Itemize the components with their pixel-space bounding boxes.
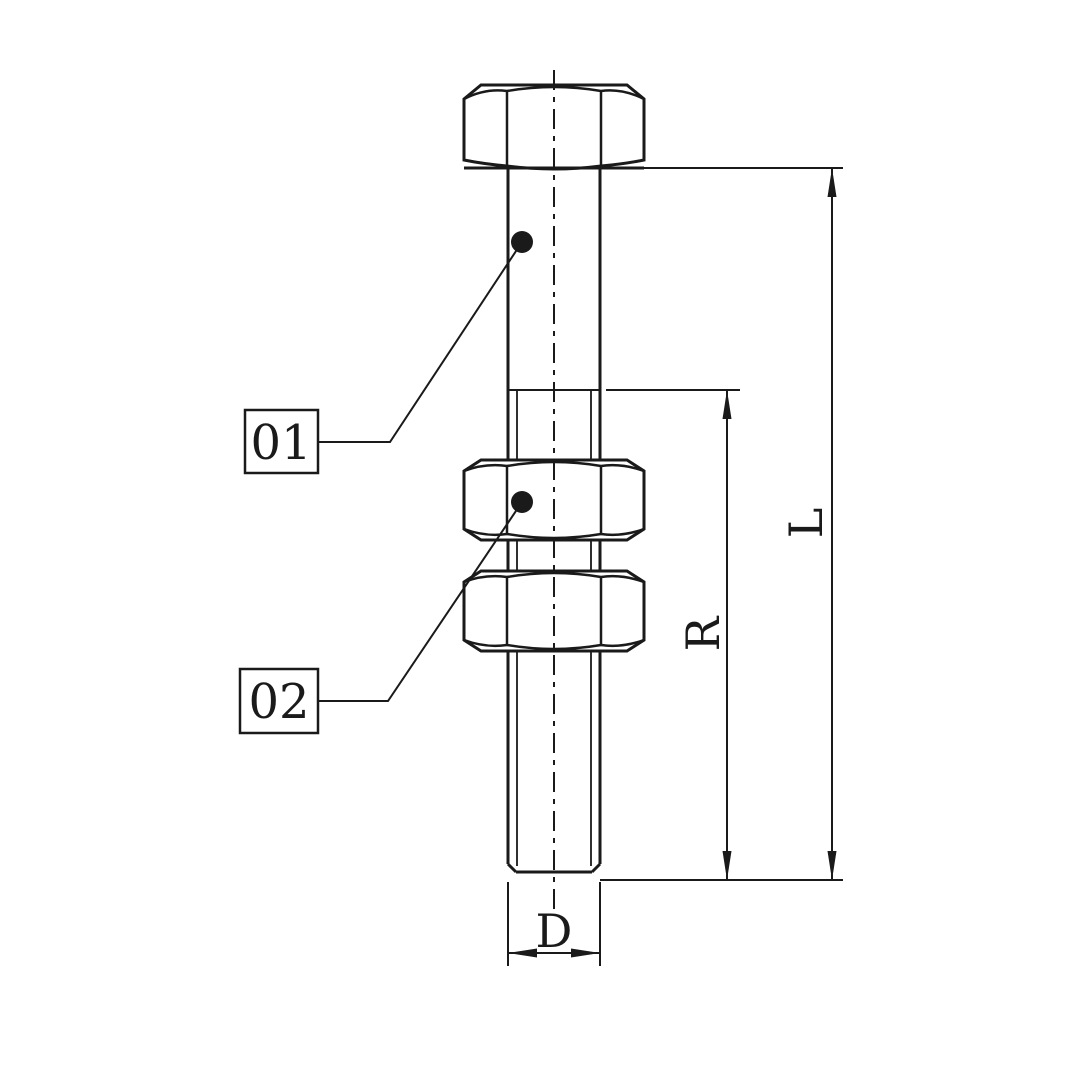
dimension-R-label: R [676,615,730,651]
dimension-L-arrow-bottom [827,851,837,880]
callout-01-box [243,408,320,475]
callout-02-dot [511,491,533,513]
hex-nut-upper-top-arcs [463,460,645,473]
dimension-D-label: D [536,904,573,958]
bolt-head [462,83,646,171]
dimension-D-arrow-left [508,948,537,958]
bolt-shank [506,168,602,391]
dimension-L-arrow-top [827,168,837,197]
bolt-head-chamfer-arcs [463,85,645,101]
hex-nut-lower-top-arcs [463,571,645,584]
callout-01-dot [511,231,533,253]
callout-01-leader [318,241,523,443]
callout-02-box [238,667,320,735]
end-chamfer-left [506,862,518,874]
hex-nut-upper-bottom-arcs [463,527,645,540]
callout-02-leader [318,501,523,702]
hex-nut-lower [462,569,646,653]
callout-01: 01 [243,231,533,475]
callout-02: 02 [238,491,533,735]
dimension-R-arrow-top [722,390,732,419]
dimension-diameter: D [507,882,601,966]
callout-02-label: 02 [248,674,309,730]
dimension-L-label: L [779,508,833,539]
callout-01-label: 01 [250,415,311,471]
dimension-D-arrow-right [571,948,600,958]
dimension-thread-length: R [606,389,740,880]
dimension-overall-length: L [600,167,843,881]
end-chamfer-right [590,862,602,874]
dimension-R-arrow-bottom [722,851,732,880]
hex-nut-lower-bottom-arcs [463,638,645,651]
threaded-shaft [506,390,602,874]
